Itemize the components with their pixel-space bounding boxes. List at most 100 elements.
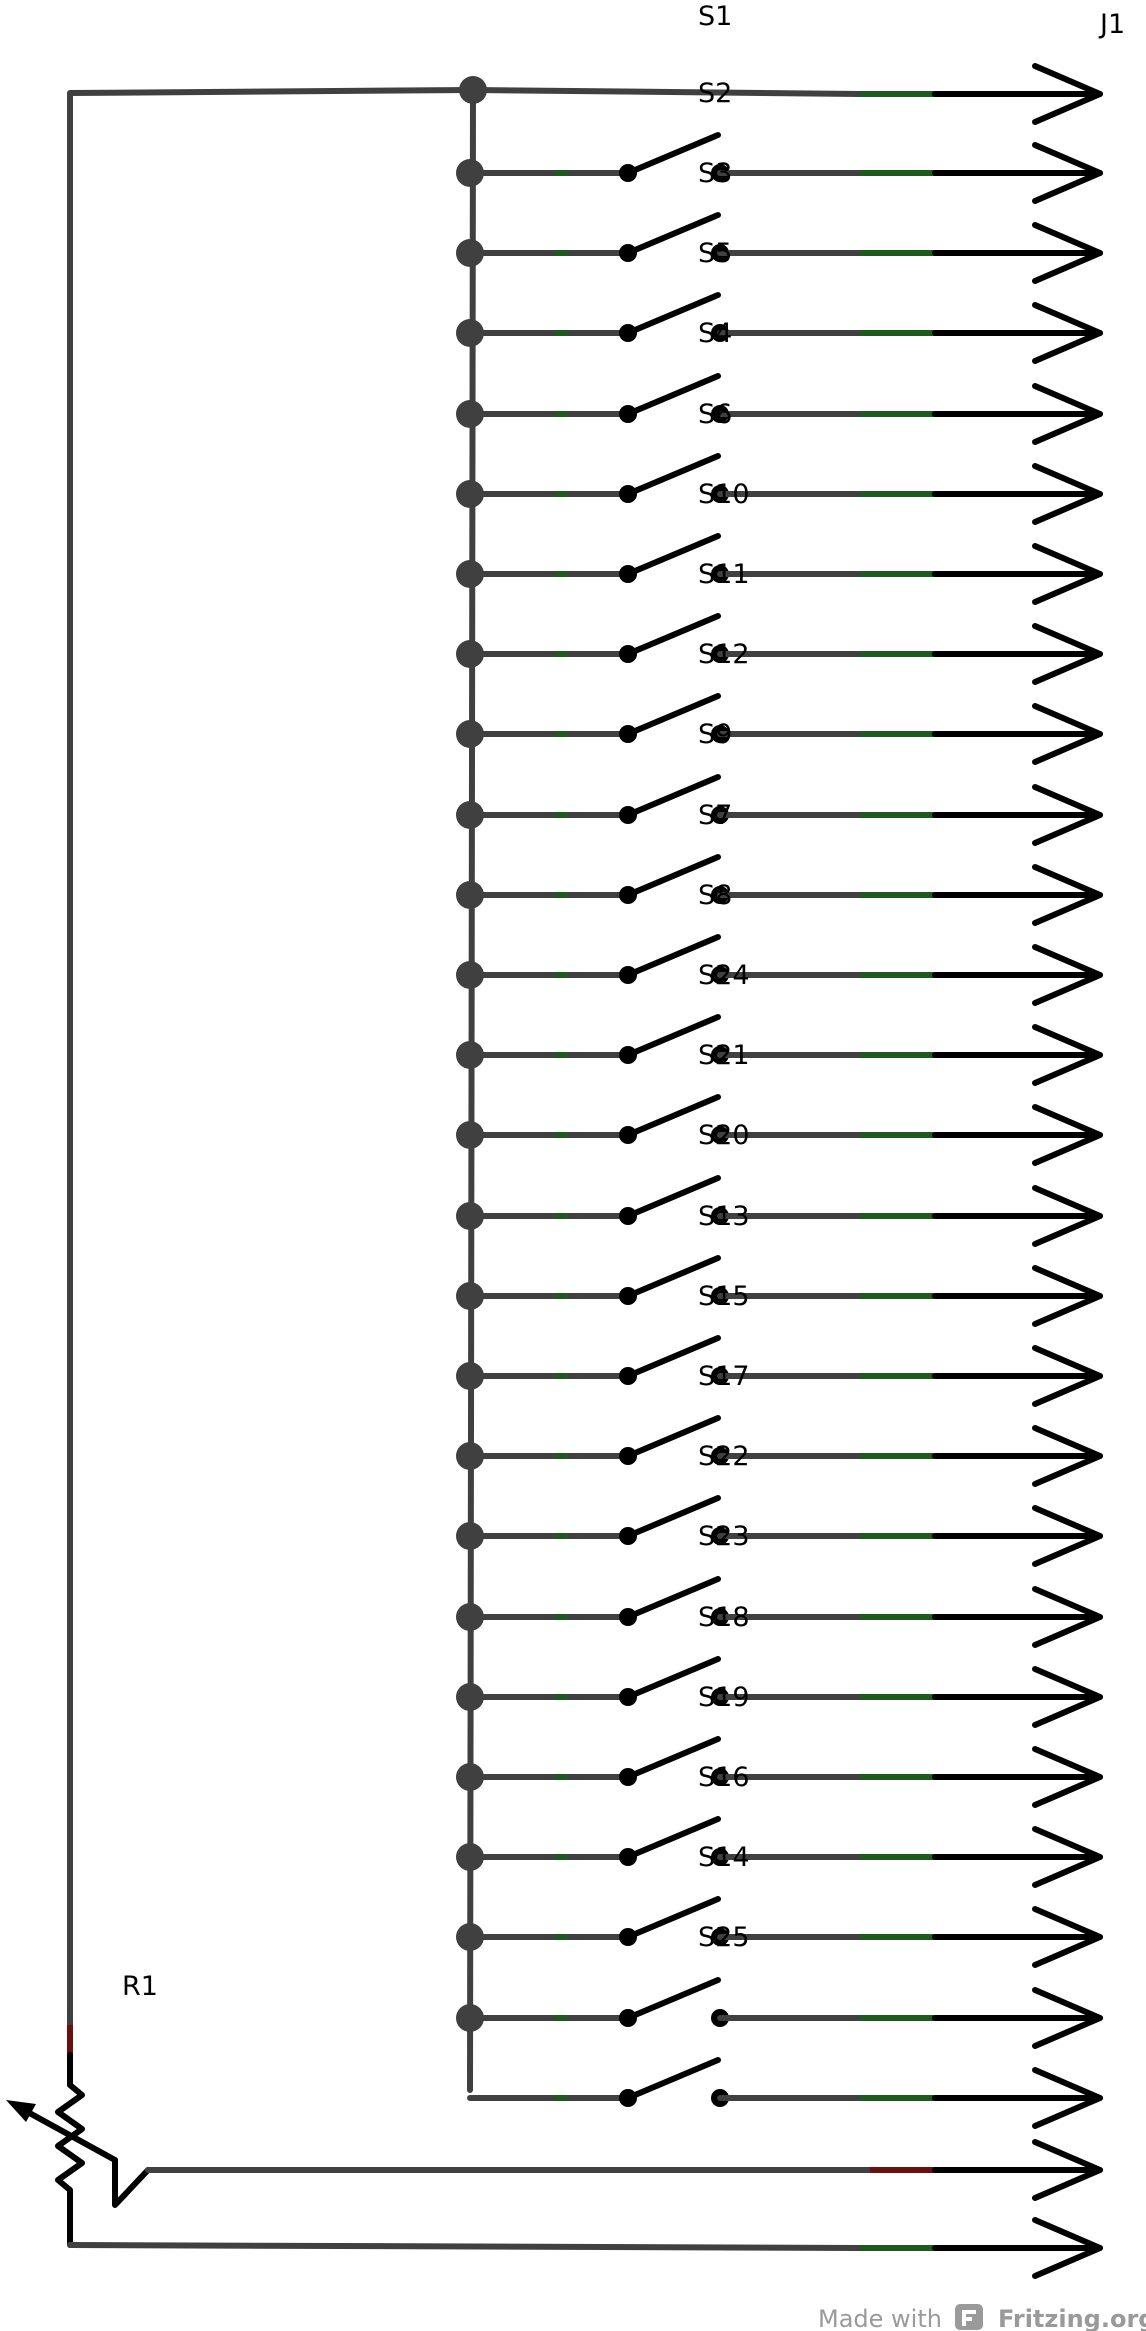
switch-row <box>456 1014 1103 1086</box>
connector-arrow-icon <box>1032 1746 1103 1808</box>
fritzing-footer: Made with Fritzing.org <box>818 2304 1146 2331</box>
connector-arrow-icon <box>1032 383 1103 445</box>
switch-lever <box>625 1415 721 1459</box>
bus-junction-node <box>456 159 484 187</box>
switch-lever <box>625 1335 721 1379</box>
bus-junction-node <box>456 400 484 428</box>
switch-lever <box>625 453 721 497</box>
switch-label: S24 <box>698 960 750 991</box>
bus-junction-node <box>456 1362 484 1390</box>
bus-junction-node <box>456 319 484 347</box>
connector-arrow-icon <box>1032 1104 1103 1166</box>
switch-lever <box>625 613 721 657</box>
bus-junction-node <box>456 480 484 508</box>
switch-row <box>456 1576 1103 1648</box>
switch-label: S4 <box>698 318 732 349</box>
switch-lever <box>625 2057 721 2101</box>
connector-arrow-icon <box>1032 1425 1103 1487</box>
bus-junction-node <box>456 2004 484 2032</box>
switch-label: S9 <box>698 719 732 750</box>
switch-lever <box>625 1816 721 1860</box>
switch-label: S10 <box>698 479 750 510</box>
bus-junction-node <box>456 881 484 909</box>
connector-arrow-icon <box>1032 1024 1103 1086</box>
bus-junction-node <box>456 640 484 668</box>
switch-lever <box>625 292 721 336</box>
bus-junction-node <box>456 1603 484 1631</box>
switch-row <box>456 212 1103 284</box>
switch-label: S22 <box>698 1441 750 1472</box>
connector-arrow-icon <box>1032 944 1103 1006</box>
switch-pivot <box>619 1367 637 1385</box>
switch-row <box>456 373 1103 445</box>
switch-lever <box>625 1977 721 2021</box>
resistor-label: R1 <box>122 1971 158 2002</box>
switch-row <box>456 1736 1103 1808</box>
switch-pivot <box>619 405 637 423</box>
connector-arrow-icon <box>1032 142 1103 204</box>
connector-arrow-icon <box>1032 1666 1103 1728</box>
switch-row <box>456 453 1103 525</box>
connector-arrow-icon <box>1032 543 1103 605</box>
switch-row <box>456 1816 1103 1888</box>
switch-pivot <box>619 1126 637 1144</box>
switch-label: S19 <box>698 1682 750 1713</box>
connector-line-top <box>470 63 1103 125</box>
switch-label: S11 <box>698 559 750 590</box>
switch-pivot <box>619 324 637 342</box>
switch-pivot <box>619 966 637 984</box>
fritzing-logo-icon <box>955 2304 983 2330</box>
bus-junction-node <box>456 1923 484 1951</box>
switch-lever <box>625 1255 721 1299</box>
bus-junction-node <box>456 1683 484 1711</box>
switch-pivot <box>619 1447 637 1465</box>
switch-label: S23 <box>698 1521 750 1552</box>
switch-pivot <box>619 886 637 904</box>
switch-row <box>456 1656 1103 1728</box>
switch-lever <box>625 1495 721 1539</box>
switch-row <box>456 1896 1103 1968</box>
connector-arrow-icon <box>1032 1586 1103 1648</box>
bus-junction-node <box>456 1522 484 1550</box>
switch-row <box>456 774 1103 846</box>
switch-label: S14 <box>698 1842 750 1873</box>
switch-pivot <box>619 1768 637 1786</box>
potentiometer-adjust-arrow-line <box>21 2107 118 2163</box>
potentiometer-arrow-icon <box>6 2100 36 2122</box>
bus-junction-node <box>456 1282 484 1310</box>
switch-label: S18 <box>698 1602 750 1633</box>
switch-array-label: S1 <box>698 1 732 32</box>
switch-pivot <box>619 725 637 743</box>
switch-pivot <box>619 1928 637 1946</box>
switch-pivot <box>619 565 637 583</box>
switch-row <box>456 1175 1103 1247</box>
switch-row <box>456 693 1103 765</box>
switch-lever <box>625 1576 721 1620</box>
switch-labels: S2S3S5S4S6S10S11S12S9S7S8S24S21S20S13S15… <box>698 78 750 1953</box>
connector-arrow-icon <box>1032 302 1103 364</box>
bus-junction-node <box>456 1763 484 1791</box>
bus-junction-node <box>456 801 484 829</box>
connector-label: J1 <box>1098 9 1125 40</box>
switch-row <box>456 132 1103 204</box>
switch-row <box>456 533 1103 605</box>
switch-label: S17 <box>698 1361 750 1392</box>
connector-arrow-icon <box>1032 1987 1103 2049</box>
switch-pivot <box>619 485 637 503</box>
bus-junction-node <box>456 1843 484 1871</box>
connector-arrow-icon <box>1032 623 1103 685</box>
switch-lever <box>625 1175 721 1219</box>
switch-lever <box>625 1656 721 1700</box>
switch-pivot <box>619 1608 637 1626</box>
bus-junction-node <box>456 1121 484 1149</box>
connector-arrow-icon <box>1032 222 1103 284</box>
supply-wire <box>67 87 476 2028</box>
switch-pivot <box>619 1046 637 1064</box>
connector-line-bottom <box>67 2217 1103 2279</box>
connector-arrow-icon <box>1032 784 1103 846</box>
footer-made-with: Made with <box>818 2305 942 2331</box>
switch-lever <box>625 934 721 978</box>
bus-junction-node <box>456 1041 484 1069</box>
switch-lever <box>625 212 721 256</box>
